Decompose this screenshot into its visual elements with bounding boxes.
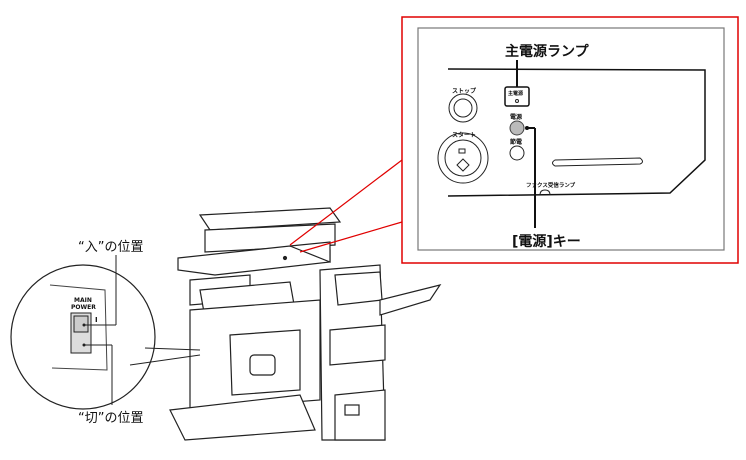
- power-label: POWER: [71, 304, 96, 311]
- main-power-lamp-label: 主電源ランプ: [505, 44, 589, 60]
- main-power-switch-zoom: [10, 255, 201, 410]
- power-key-text: 電源: [510, 114, 523, 121]
- off-position-label: “切”の位置: [78, 411, 144, 426]
- stop-label: ストップ: [452, 88, 477, 95]
- power-key[interactable]: [509, 120, 525, 136]
- energy-save-text: 節電: [510, 139, 523, 146]
- power-key-label: [電源]キー: [512, 234, 581, 250]
- on-mark: I: [95, 316, 98, 324]
- energy-save-key[interactable]: [509, 145, 525, 161]
- copier-illustration: [169, 207, 442, 441]
- start-label: スタート: [452, 132, 477, 139]
- fax-lamp-label: ファクス受信ランプ: [526, 183, 576, 189]
- main-power-lamp-text: 主電源: [508, 91, 524, 97]
- on-position-label: “入”の位置: [78, 240, 144, 255]
- main-label: MAIN: [74, 297, 92, 304]
- control-panel: [417, 27, 725, 251]
